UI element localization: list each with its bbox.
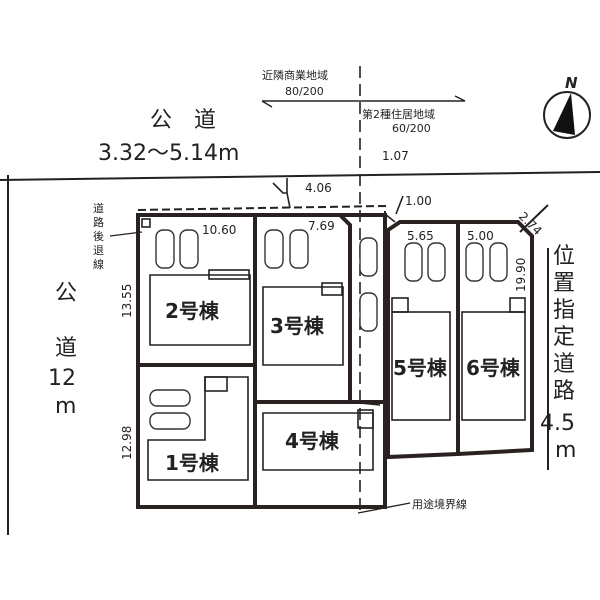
svg-text:12: 12: [48, 366, 76, 391]
east-road-label: 位 置 指 定 道 路 4.5 m: [540, 244, 576, 463]
svg-text:定: 定: [553, 325, 575, 350]
dim-1-00: 1.00: [405, 194, 432, 208]
svg-text:後: 後: [93, 229, 104, 243]
zone-residential-name: 第2種住居地域: [362, 107, 435, 121]
dim-12-98: 12.98: [120, 426, 134, 460]
north-road-edge: [0, 171, 600, 181]
road-width-leader: [272, 178, 291, 209]
setback-dashed-line: [137, 204, 386, 214]
svg-text:m: m: [55, 394, 76, 419]
svg-text:道: 道: [93, 201, 104, 215]
zone-boundary-label: 用途境界線: [412, 497, 467, 511]
building-5-label: 5号棟: [393, 356, 448, 380]
svg-text:路: 路: [553, 379, 575, 404]
north-arrow-icon: N: [543, 74, 591, 139]
building-6: [461, 311, 526, 421]
north-road-label: 公 道: [150, 108, 216, 133]
svg-text:4.5: 4.5: [540, 411, 575, 436]
building-3: [262, 286, 344, 366]
lot-block-east: [386, 220, 534, 460]
building-1: [147, 376, 249, 481]
dim-7-69: 7.69: [308, 219, 335, 233]
svg-text:道: 道: [553, 352, 575, 377]
dim-5-00: 5.00: [467, 229, 494, 243]
building-6-label: 6号棟: [466, 356, 521, 380]
zone-commercial-name: 近隣商業地域: [262, 68, 328, 82]
north-label: N: [565, 74, 578, 92]
dim-5-65: 5.65: [407, 229, 434, 243]
building-2-label: 2号棟: [165, 299, 220, 323]
lot-block-west: [136, 213, 387, 509]
svg-text:指: 指: [553, 298, 575, 323]
setback-label: 道 路 後 退 線: [93, 201, 104, 271]
building-2: [149, 274, 251, 346]
dim-4-06: 4.06: [305, 181, 332, 195]
north-road-width: 3.32～5.14m: [98, 141, 239, 166]
svg-text:道: 道: [55, 336, 77, 361]
building-5: [391, 311, 451, 421]
building-4-label: 4号棟: [285, 429, 340, 453]
parking-cars: [149, 229, 508, 430]
building-4: [262, 412, 374, 471]
dim-1-07: 1.07: [382, 149, 409, 163]
svg-text:退: 退: [93, 244, 104, 257]
svg-text:線: 線: [93, 257, 104, 271]
dim-10-60: 10.60: [202, 223, 236, 237]
svg-text:位: 位: [553, 244, 575, 269]
building-1-label: 1号棟: [165, 451, 220, 475]
svg-text:m: m: [555, 438, 576, 463]
svg-text:置: 置: [553, 271, 575, 296]
building-3-label: 3号棟: [270, 314, 325, 338]
dim-13-55: 13.55: [120, 284, 134, 318]
zone-residential-ratio: 60/200: [392, 122, 431, 135]
dim-19-90: 19.90: [514, 258, 528, 292]
west-road-label: 公: [55, 281, 77, 306]
svg-text:路: 路: [93, 216, 104, 229]
zone-commercial-ratio: 80/200: [285, 85, 324, 98]
